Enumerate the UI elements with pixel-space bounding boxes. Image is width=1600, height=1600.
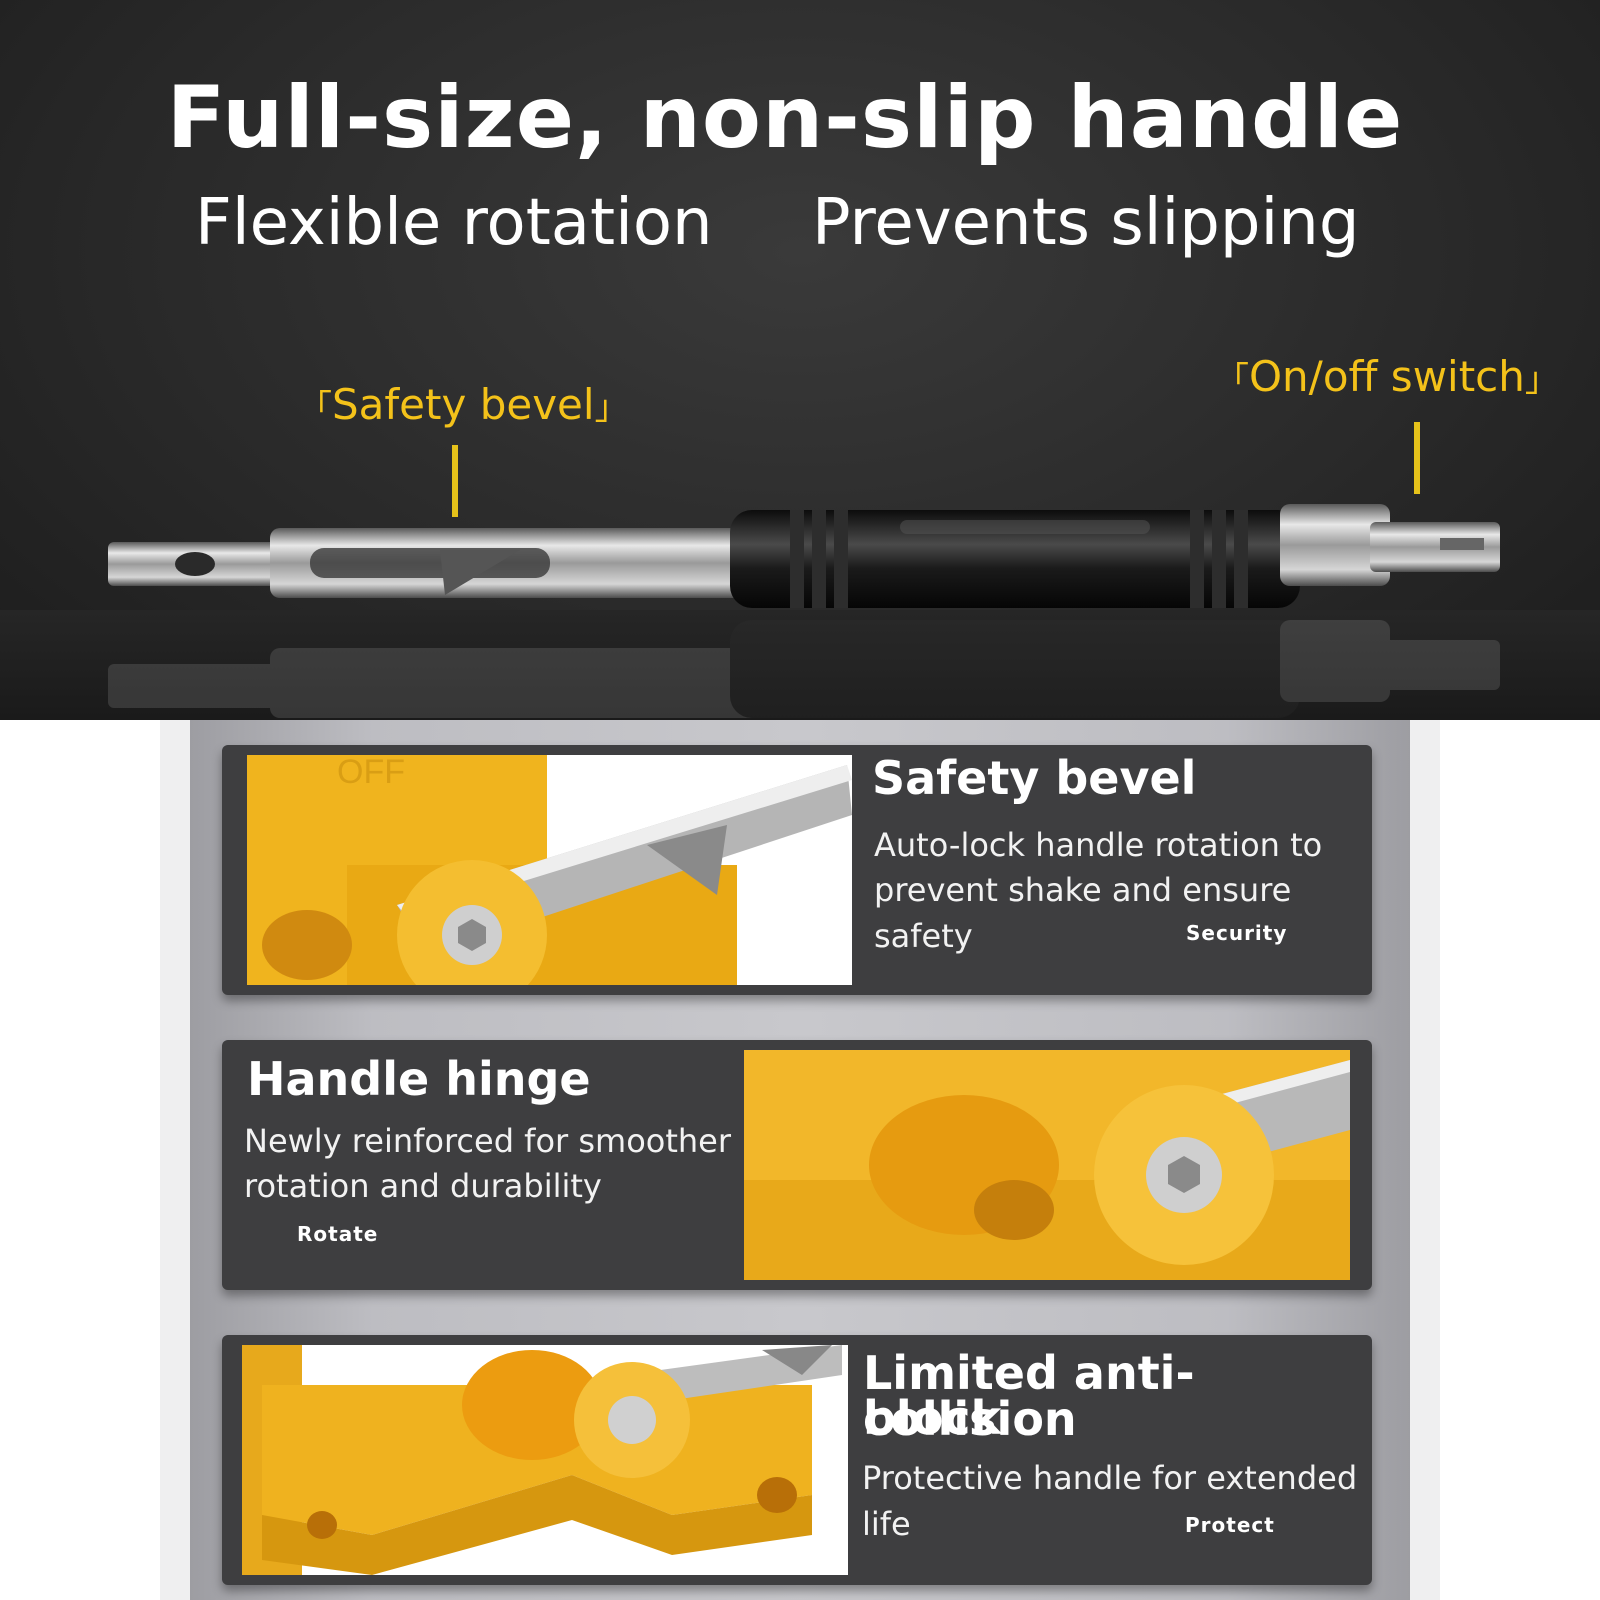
callout-leader-line-left xyxy=(452,445,458,517)
hero-title: Full-size, non-slip handle xyxy=(166,68,1404,168)
bracket-close: 」 xyxy=(1524,360,1559,400)
feature-body-line1: Newly reinforced for smoother xyxy=(244,1122,732,1160)
callout-on-off-switch-label: On/off switch xyxy=(1249,352,1525,401)
feature-title-handle-hinge: Handle hinge xyxy=(247,1052,591,1106)
floor-surface xyxy=(0,610,1600,720)
feature-title-anti-collision-line2: block xyxy=(863,1391,1002,1445)
hero-banner: Full-size, non-slip handle Flexible rota… xyxy=(0,0,1600,720)
hero-subtitle-left: Flexible rotation xyxy=(195,186,713,260)
callout-safety-bevel-label: Safety bevel xyxy=(332,380,595,429)
feature-body-line2: prevent shake and ensure safety xyxy=(874,871,1292,955)
feature-card-anti-collision-block: Limited anti-collision block Protective … xyxy=(222,1335,1372,1585)
handle-hinge-photo xyxy=(744,1050,1350,1280)
safety-bevel-illustration: OFF xyxy=(247,755,852,985)
bracket-open: 「 xyxy=(298,388,332,428)
anti-collision-block-photo xyxy=(242,1345,848,1575)
bracket-close: 」 xyxy=(594,388,629,428)
feature-tag-protect: Protect xyxy=(1185,1513,1275,1537)
feature-tag-security: Security xyxy=(1186,921,1288,945)
bracket-open: 「 xyxy=(1215,360,1249,400)
feature-title-safety-bevel: Safety bevel xyxy=(872,751,1197,805)
feature-card-handle-hinge: Handle hinge Newly reinforced for smooth… xyxy=(222,1040,1372,1290)
hero-subtitle-right: Prevents slipping xyxy=(812,186,1360,260)
handle-tool-image xyxy=(108,504,1500,608)
callout-leader-line-right xyxy=(1414,422,1420,494)
handle-tool-reflection xyxy=(108,620,1500,718)
handle-hinge-illustration xyxy=(744,1050,1350,1280)
anti-collision-block-illustration xyxy=(242,1345,848,1575)
feature-title-anti-collision-line1: Limited anti-collision xyxy=(863,1346,1195,1446)
feature-body-line1: Auto-lock handle rotation to xyxy=(874,826,1323,864)
off-label: OFF xyxy=(337,755,405,791)
callout-on-off-switch: 「On/off switch」 xyxy=(1215,352,1559,401)
feature-body-line2: rotation and durability xyxy=(244,1167,602,1205)
feature-body-line1: Protective handle for extended life xyxy=(862,1459,1358,1543)
safety-bevel-photo: OFF xyxy=(247,755,852,985)
feature-card-safety-bevel: OFF Safety bevel Auto-lock handle rotati… xyxy=(222,745,1372,995)
callout-safety-bevel: 「Safety bevel」 xyxy=(298,380,629,429)
feature-tag-rotate: Rotate xyxy=(297,1222,379,1246)
